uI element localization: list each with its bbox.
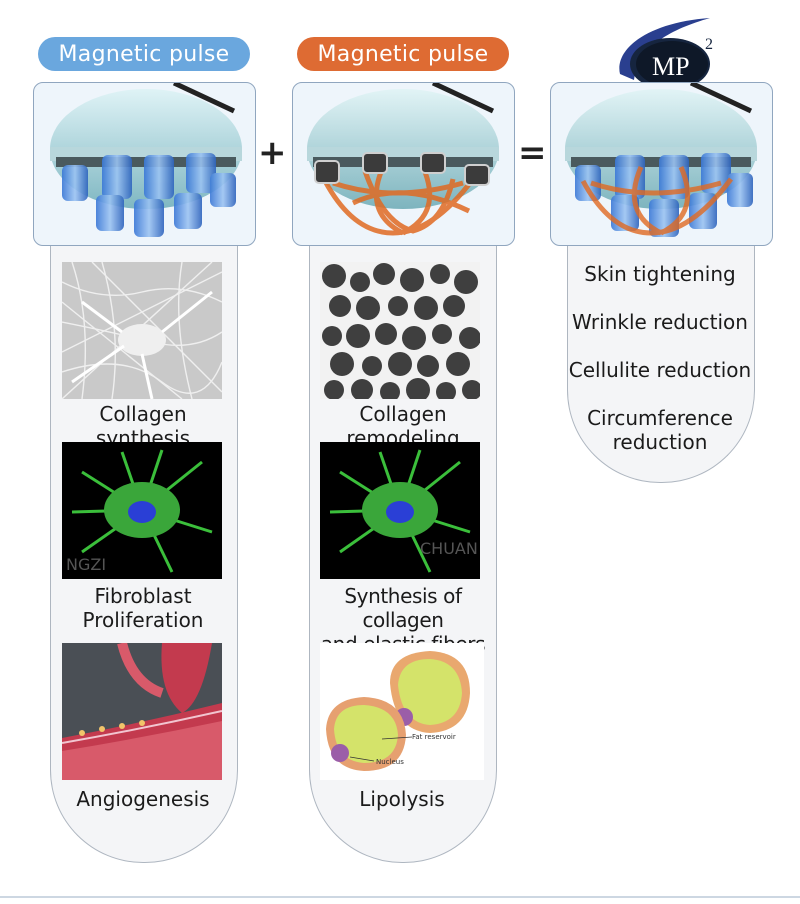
watermark-text-middle: CHUAN xyxy=(420,539,478,558)
plus-sign: + xyxy=(258,133,287,173)
magnetic-pulse-pill-orange: Magnetic pulse xyxy=(297,37,509,71)
cell-cluster-image xyxy=(320,262,480,399)
angiogenesis-label: Angiogenesis xyxy=(76,787,210,811)
fat-reservoir-annotation: Fat reservoir xyxy=(412,733,456,741)
device-card-blue-coils xyxy=(33,82,256,246)
mp2-logo-text: MP xyxy=(652,52,690,81)
right-column-tube xyxy=(567,236,755,483)
angiogenesis-image xyxy=(62,643,222,780)
watermark-text-left: NGZI xyxy=(66,555,106,574)
fibroblast-image-middle: CHUAN xyxy=(320,442,480,579)
benefit-circumference-reduction: Circumference reduction xyxy=(587,406,733,454)
nucleus-annotation: Nucleus xyxy=(376,758,404,766)
fibroblast-image-left: NGZI xyxy=(62,442,222,579)
device-card-combined xyxy=(550,82,773,246)
fibroblast-proliferation-label: Fibroblast Proliferation xyxy=(82,584,204,632)
collagen-network-image xyxy=(62,262,222,399)
benefit-skin-tightening: Skin tightening xyxy=(584,262,736,286)
mp2-logo: MP 2 xyxy=(612,14,722,88)
benefit-cellulite-reduction: Cellulite reduction xyxy=(568,358,752,382)
magnetic-pulse-pill-blue: Magnetic pulse xyxy=(38,37,250,71)
equals-sign: = xyxy=(518,133,547,173)
lipolysis-label: Lipolysis xyxy=(359,787,445,811)
fat-cell-image: Fat reservoir Nucleus xyxy=(320,643,484,780)
benefit-wrinkle-reduction: Wrinkle reduction xyxy=(572,310,748,334)
mp2-logo-superscript: 2 xyxy=(705,36,713,53)
bottom-divider xyxy=(0,896,800,898)
device-card-orange-field xyxy=(292,82,515,246)
